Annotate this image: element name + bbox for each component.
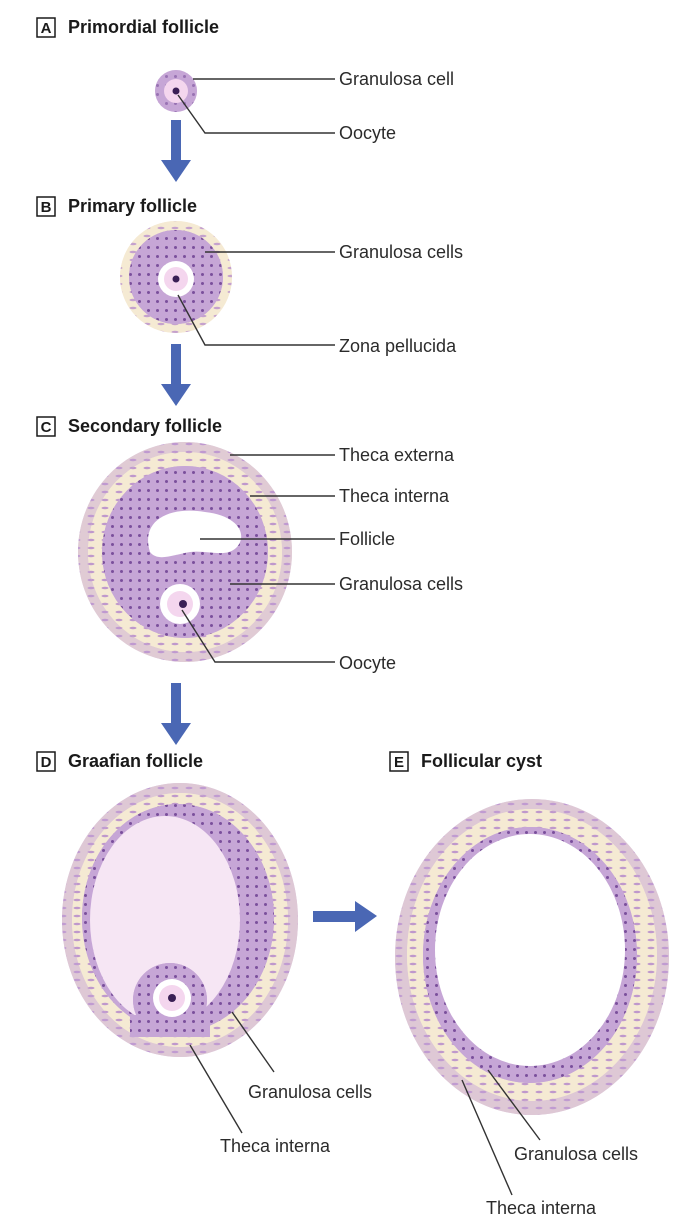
oocyte-nucleus (172, 275, 180, 283)
panel-letter-box (389, 751, 409, 772)
panel-letter-box (36, 416, 56, 437)
panel-c: C Secondary follicle Theca externa Theca… (36, 416, 463, 745)
arrow-down-icon (161, 683, 191, 745)
label-oocyte: Oocyte (339, 123, 396, 143)
cyst-lumen (435, 834, 625, 1066)
label-zona-pellucida: Zona pellucida (339, 336, 457, 356)
leader-oocyte (177, 94, 335, 134)
graafian-follicle (62, 783, 298, 1057)
panel-letter: D (41, 754, 52, 771)
panel-d: D Graafian follicle Granulosa cells Thec… (36, 751, 372, 1156)
leader-zona-pellucida (177, 294, 335, 346)
panel-a: A Primordial follicle Granulosa cell Ooc… (36, 17, 454, 182)
oocyte-nucleus (172, 87, 180, 95)
panel-e: E Follicular cyst Granulosa cells Theca … (389, 751, 669, 1218)
leader-theca-interna (461, 1079, 513, 1196)
arrow-right-icon (313, 901, 377, 932)
panel-title: Graafian follicle (68, 751, 203, 771)
panel-letter-box (36, 196, 56, 217)
panel-letter-box (36, 17, 56, 38)
panel-title: Follicular cyst (421, 751, 542, 771)
primary-follicle (120, 221, 232, 333)
oocyte-nucleus (168, 994, 176, 1002)
label-oocyte: Oocyte (339, 653, 396, 673)
label-theca-externa: Theca externa (339, 445, 455, 465)
label-granulosa-cells: Granulosa cells (514, 1144, 638, 1164)
label-granulosa-cells: Granulosa cells (339, 574, 463, 594)
label-theca-interna: Theca interna (220, 1136, 331, 1156)
arrow-down-icon (161, 120, 191, 182)
leader-granulosa-cells (231, 1011, 275, 1073)
label-theca-interna: Theca interna (486, 1198, 597, 1218)
leader-oocyte (181, 609, 335, 663)
panel-letter: E (394, 754, 404, 771)
leader-granulosa-cells (487, 1069, 541, 1141)
primordial-follicle (155, 70, 197, 112)
oocyte-nucleus (179, 600, 187, 608)
label-theca-interna: Theca interna (339, 486, 450, 506)
panel-letter: C (41, 419, 52, 436)
panel-title: Secondary follicle (68, 416, 222, 436)
panel-title: Primary follicle (68, 196, 197, 216)
panel-letter-box (36, 751, 56, 772)
panel-title: Primordial follicle (68, 17, 219, 37)
label-follicle: Follicle (339, 529, 395, 549)
secondary-follicle (78, 442, 292, 662)
leader-theca-interna (189, 1044, 243, 1134)
antrum (90, 816, 240, 1024)
panel-letter: B (41, 199, 52, 216)
panel-letter: A (41, 20, 52, 37)
follicular-cyst (395, 799, 669, 1115)
panel-b: B Primary follicle Granulosa cells Zona … (36, 196, 463, 406)
label-granulosa-cells: Granulosa cells (339, 242, 463, 262)
label-granulosa-cell: Granulosa cell (339, 69, 454, 89)
arrow-down-icon (161, 344, 191, 406)
follicle-antrum (148, 510, 242, 558)
label-granulosa-cells: Granulosa cells (248, 1082, 372, 1102)
